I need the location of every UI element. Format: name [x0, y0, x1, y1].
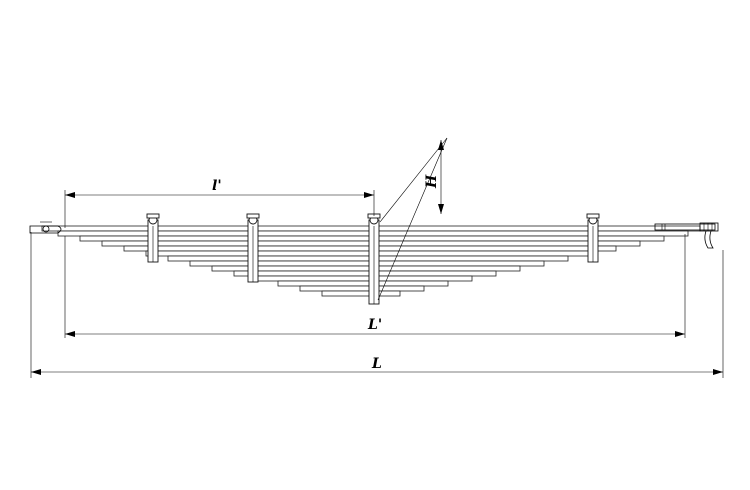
- spring-clamps: [146, 213, 600, 305]
- spring-leaf: [321, 290, 401, 297]
- spring-leaf: [233, 270, 497, 277]
- spring-leaf: [255, 275, 473, 282]
- leaf-clamp: [246, 213, 260, 283]
- left-spring-eye: [29, 221, 62, 234]
- label-l: L: [371, 356, 382, 372]
- leaf-clamp: [146, 213, 160, 263]
- label-h: H: [424, 174, 440, 189]
- dimension-h: H: [377, 137, 448, 301]
- dimension-l: L: [30, 232, 724, 378]
- spring-leaf: [299, 285, 425, 292]
- label-l-prime: l': [212, 178, 222, 194]
- spring-leaf: [189, 260, 545, 267]
- label-l-prime-working: L': [367, 317, 382, 333]
- right-spring-end: [654, 222, 719, 249]
- spring-leaf: [277, 280, 449, 287]
- leaf-clamp: [367, 213, 381, 305]
- dimension-l-prime: l': [64, 178, 375, 228]
- dimension-l-prime-working: L': [64, 234, 686, 338]
- spring-leaf: [167, 255, 569, 262]
- leaf-clamp: [586, 213, 600, 263]
